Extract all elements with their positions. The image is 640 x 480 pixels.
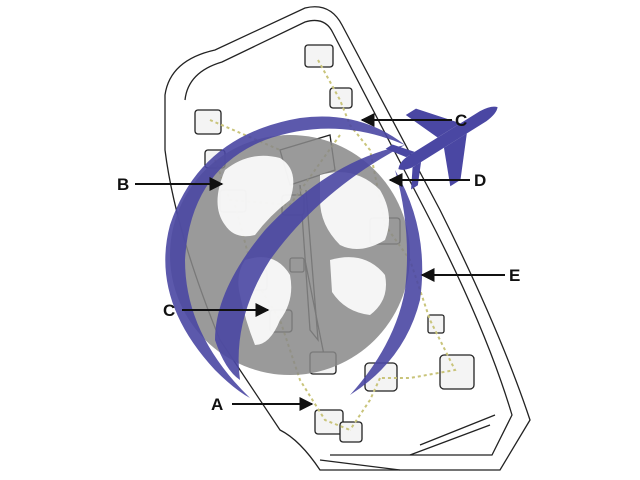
callout-label-d: D xyxy=(474,171,486,190)
swoosh-right xyxy=(350,170,423,395)
swoosh-inner xyxy=(215,145,405,380)
callouts: C B D E C A xyxy=(117,111,520,414)
panel-bottom-lines xyxy=(319,414,496,471)
callout-e: E xyxy=(420,266,520,285)
callout-label-b: B xyxy=(117,175,129,194)
callout-c-left: C xyxy=(163,301,270,320)
callout-label-c-left: C xyxy=(163,301,175,320)
callout-b: B xyxy=(117,175,224,194)
callout-label-c-top: C xyxy=(455,111,467,130)
globe-with-airplane-logo xyxy=(165,106,498,398)
callout-d: D xyxy=(388,171,486,190)
continents xyxy=(217,155,389,345)
callout-c-top: C xyxy=(360,111,467,130)
panel-inner-outline xyxy=(184,19,513,456)
callout-label-a: A xyxy=(211,395,223,414)
callout-a: A xyxy=(211,395,314,414)
callout-label-e: E xyxy=(509,266,520,285)
airplane-icon xyxy=(385,106,498,190)
